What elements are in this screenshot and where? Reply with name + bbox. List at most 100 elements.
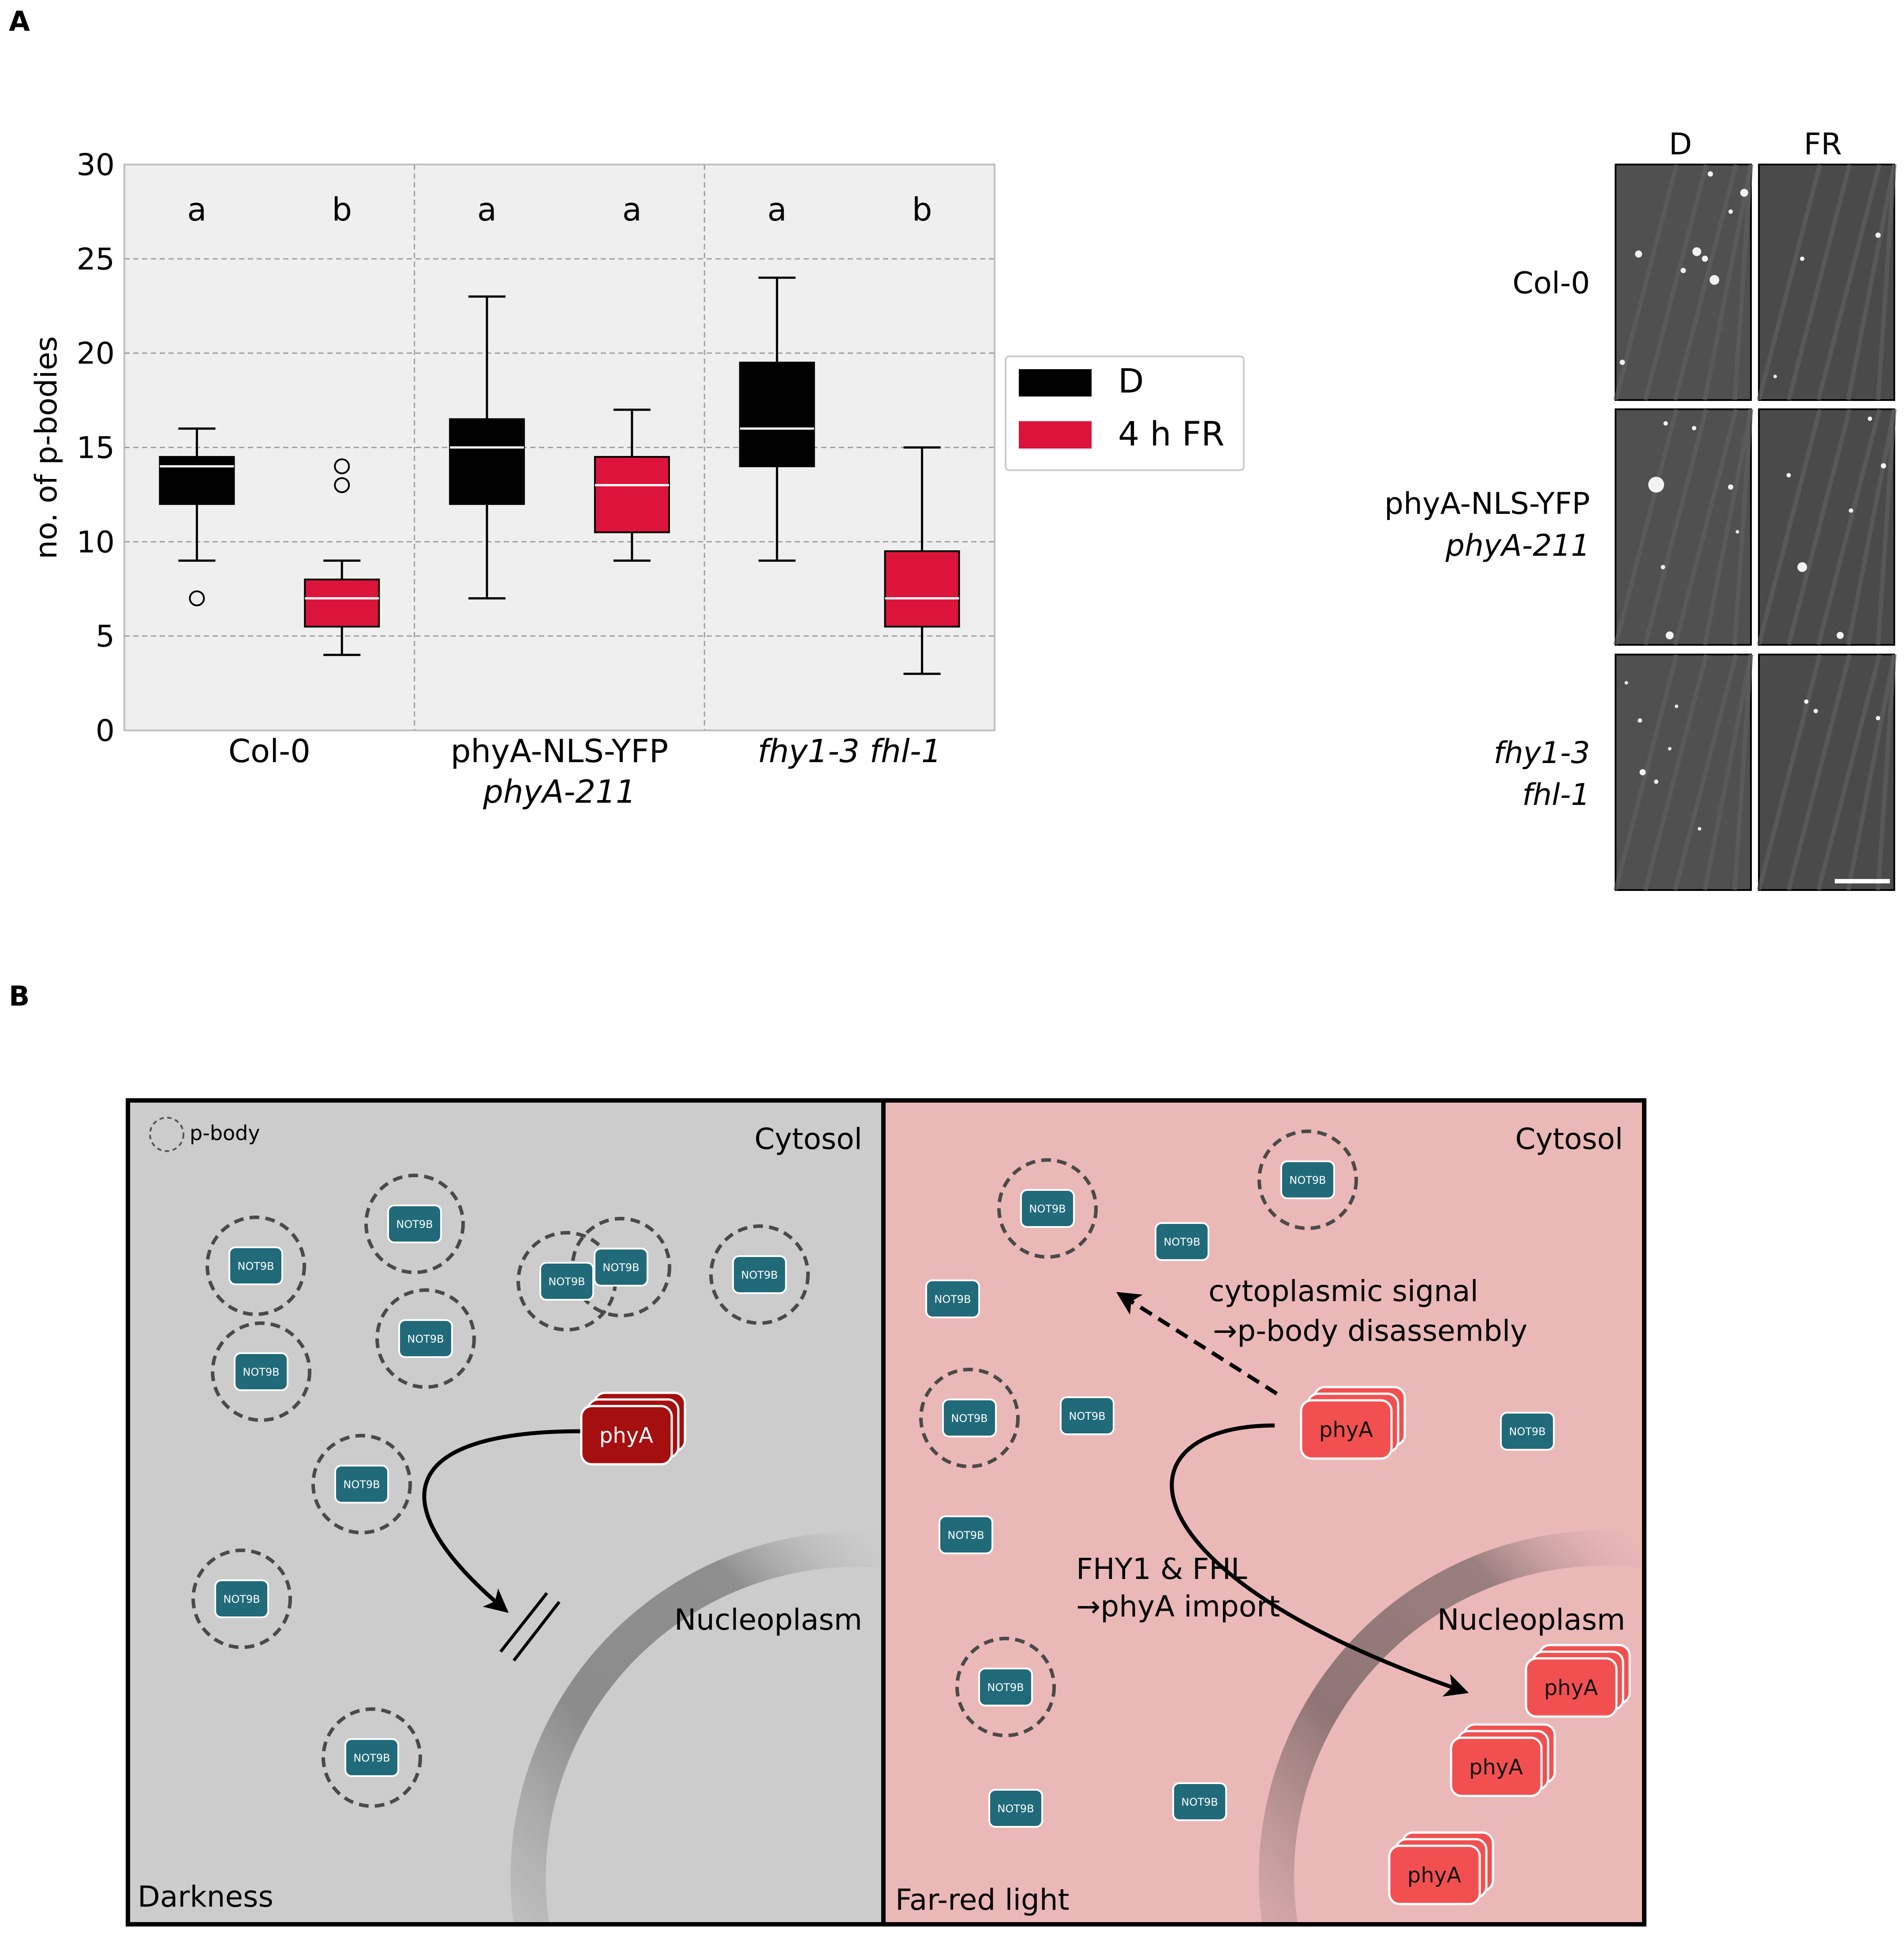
p-body-legend-icon — [149, 1117, 184, 1152]
p-body-outline — [211, 1321, 311, 1422]
legend-label-fr: 4 h FR — [1118, 414, 1224, 453]
y-tick-label: 0 — [96, 714, 115, 748]
not9b-markers: NOT9B NOT9B NOT9B NOT9B NOT9B NOT9B NOT9B NOT9B… — [214, 1160, 1555, 1828]
y-tick-label: 30 — [76, 148, 115, 183]
micro-row-fhy-2: fhl-1 — [1522, 778, 1590, 812]
svg-text:NOT9B: NOT9B — [237, 1260, 274, 1272]
not9b-marker: NOT9B — [939, 1515, 993, 1554]
x-group-label: fhy1-3 fhl-1 — [758, 733, 942, 770]
not9b-marker: NOT9B — [1172, 1782, 1227, 1821]
not9b-marker: NOT9B — [988, 1789, 1043, 1828]
cytosol-label-right: Cytosol — [1515, 1122, 1623, 1156]
p-body-outline — [709, 1224, 810, 1325]
y-tick-label: 25 — [76, 242, 115, 277]
outlier-point — [334, 458, 350, 475]
legend-label-d: D — [1118, 361, 1144, 400]
not9b-marker: NOT9B — [925, 1279, 980, 1318]
micrograph-grid: D FR Col-0 phyA-NLS-YFP phyA-211 fhy1-3 … — [1384, 127, 1897, 891]
svg-text:NOT9B: NOT9B — [934, 1293, 971, 1306]
scale-bar — [1835, 879, 1890, 883]
svg-text:NOT9B: NOT9B — [548, 1276, 585, 1288]
box-D-1 — [449, 295, 525, 600]
p-body-outline — [997, 1158, 1098, 1259]
phya-protein: phyA — [1525, 1644, 1631, 1718]
micro-row-fhy-1: fhy1-3 — [1494, 736, 1590, 771]
significance-letter: b — [332, 191, 352, 228]
legend-swatch-d — [1019, 369, 1092, 397]
svg-text:NOT9B: NOT9B — [741, 1269, 778, 1281]
not9b-marker: NOT9B — [1155, 1222, 1209, 1261]
p-body-outline — [191, 1549, 292, 1649]
micrograph — [1613, 654, 1753, 891]
darkness-panel — [128, 1100, 885, 1927]
y-axis-label: no. of p-bodies — [29, 336, 64, 559]
micrograph — [1757, 164, 1897, 401]
nucleoplasm-label-right: Nucleoplasm — [1437, 1603, 1625, 1637]
not9b-marker: NOT9B — [1020, 1189, 1075, 1228]
box-4-h-FR-0 — [304, 458, 380, 656]
p-body-outline — [311, 1434, 412, 1534]
import-text-line2: →phyA import — [1076, 1590, 1280, 1624]
micrograph — [1757, 408, 1897, 646]
condition-label-far-red: Far-red light — [895, 1883, 1070, 1917]
svg-text:NOT9B: NOT9B — [1509, 1425, 1545, 1438]
import-text-line1: FHY1 & FHL — [1076, 1552, 1247, 1586]
x-group-label: phyA-NLS-YFP — [451, 733, 669, 770]
p-body-outline — [375, 1288, 476, 1389]
outlier-point — [189, 590, 205, 606]
not9b-marker: NOT9B — [234, 1352, 288, 1391]
condition-label-darkness: Darkness — [138, 1880, 273, 1914]
box-D-0 — [159, 427, 235, 606]
not9b-marker: NOT9B — [228, 1246, 283, 1285]
phya-label: phyA — [1319, 1418, 1373, 1442]
micrograph — [1757, 654, 1897, 891]
chart-legend: D 4 h FR — [1005, 355, 1245, 471]
not9b-marker: NOT9B — [594, 1248, 648, 1287]
svg-text:NOT9B: NOT9B — [407, 1333, 444, 1345]
not9b-marker: NOT9B — [1500, 1412, 1555, 1451]
svg-text:NOT9B: NOT9B — [1289, 1174, 1326, 1186]
box-body — [304, 578, 380, 628]
nucleoplasm-label-left: Nucleoplasm — [674, 1603, 862, 1637]
y-tick-label: 15 — [76, 431, 115, 466]
svg-text:NOT9B: NOT9B — [1069, 1410, 1105, 1422]
svg-text:NOT9B: NOT9B — [947, 1529, 984, 1541]
not9b-marker: NOT9B — [344, 1738, 399, 1777]
panel-a-label: A — [9, 5, 30, 37]
box-body — [449, 418, 525, 505]
blocked-import-arrow — [422, 1429, 583, 1613]
box-body — [594, 456, 670, 533]
box-4-h-FR-2 — [884, 446, 960, 675]
not9b-marker: NOT9B — [334, 1465, 389, 1504]
micro-row-phya-1: phyA-NLS-YFP — [1384, 486, 1590, 521]
not9b-marker: NOT9B — [978, 1668, 1033, 1706]
phya-label: phyA — [1469, 1755, 1523, 1780]
svg-text:NOT9B: NOT9B — [1163, 1236, 1200, 1248]
legend-swatch-fr — [1019, 421, 1092, 449]
svg-text:NOT9B: NOT9B — [1181, 1796, 1218, 1808]
phya-label: phyA — [599, 1423, 653, 1448]
signal-text-line1: cytoplasmic signal — [1208, 1274, 1478, 1308]
nucleus-envelope-right — [1259, 1530, 1646, 1927]
not9b-marker: NOT9B — [387, 1205, 442, 1243]
micro-col-d: D — [1669, 127, 1692, 162]
x-group-label: Col-0 — [228, 733, 310, 770]
svg-text:NOT9B: NOT9B — [602, 1261, 639, 1274]
svg-text:NOT9B: NOT9B — [243, 1366, 279, 1378]
micro-row-col0: Col-0 — [1512, 266, 1590, 301]
significance-letter: a — [477, 191, 497, 228]
svg-text:NOT9B: NOT9B — [223, 1593, 260, 1605]
panel-b-label: B — [9, 980, 30, 1012]
p-body-outline — [206, 1216, 306, 1316]
box-body — [739, 362, 815, 468]
svg-text:NOT9B: NOT9B — [951, 1412, 988, 1425]
box-body — [884, 550, 960, 628]
box-D-2 — [739, 277, 815, 562]
micro-col-fr: FR — [1804, 127, 1842, 162]
p-body-outline — [955, 1637, 1056, 1737]
chart-grid — [124, 165, 995, 730]
svg-text:NOT9B: NOT9B — [997, 1803, 1034, 1815]
phya-protein: phyA — [1388, 1831, 1494, 1905]
